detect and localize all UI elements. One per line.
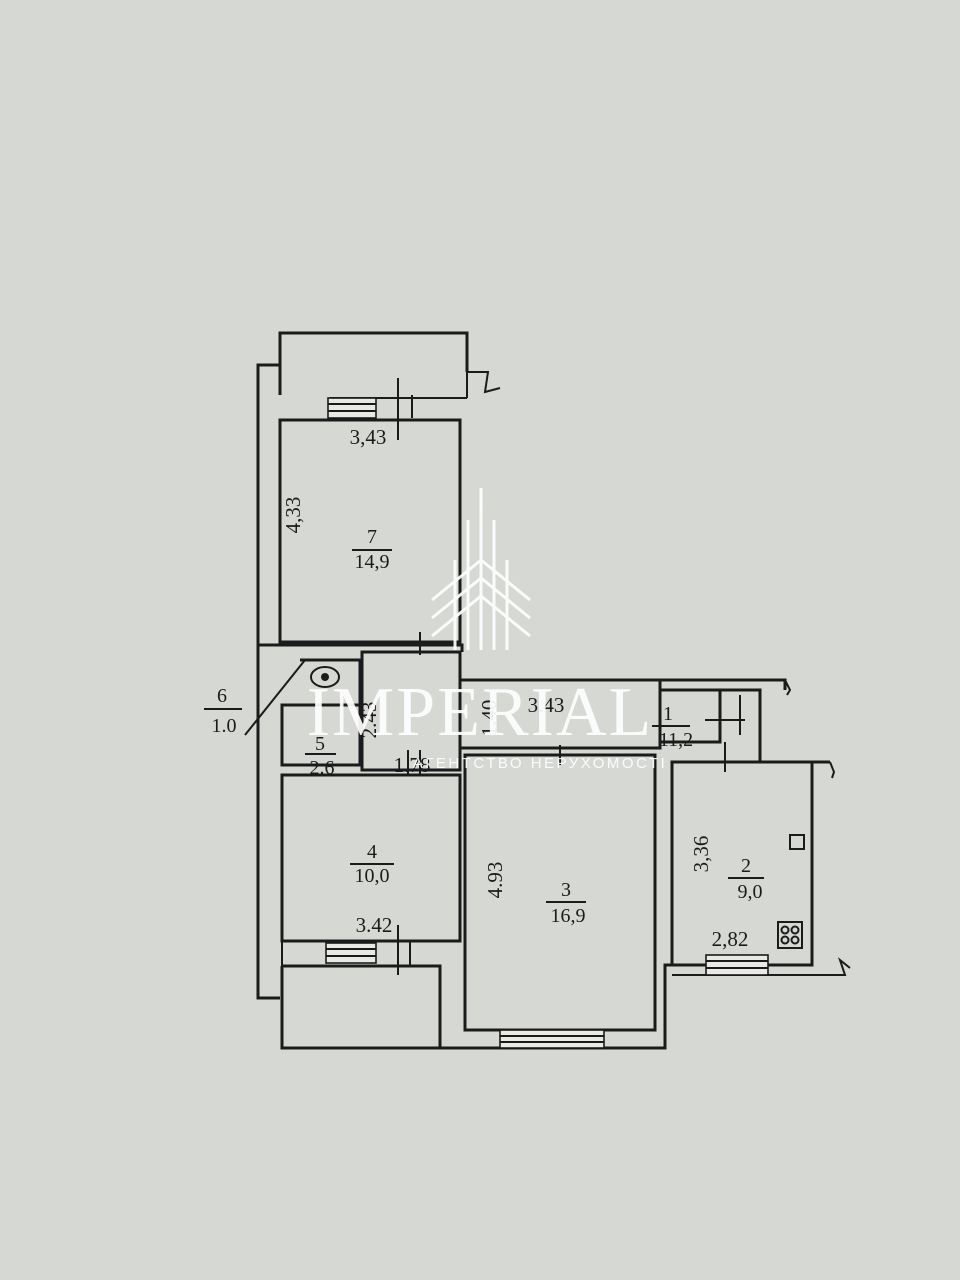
- fixtures: [310, 666, 805, 949]
- room-3-number: 3: [561, 879, 571, 901]
- room-2-label: 2 9,0 3,36 2,82: [689, 836, 764, 951]
- imperial-logo-icon: [431, 488, 531, 650]
- room-5-number: 5: [315, 733, 325, 755]
- room-3-area: 16,9: [551, 905, 586, 927]
- window-room-3: [499, 1029, 605, 1049]
- room-1-area: 11,2: [659, 729, 693, 751]
- room-7-label: 7 14,9 3,43 4,33: [281, 425, 392, 573]
- room-7-width: 3,43: [350, 425, 387, 449]
- room-5-length: 2.43: [357, 702, 381, 739]
- room-4-label: 4 10,0 3.42: [350, 841, 394, 937]
- door-marks: [244, 378, 745, 975]
- room-4-walls: [280, 773, 462, 943]
- room-7-length: 4,33: [281, 497, 305, 534]
- corridor-width: 1.40: [477, 700, 501, 737]
- room-1-walls: [658, 688, 722, 744]
- watermark: IMPERIAL АГЕНТСТВО НЕРУХОМОСТІ: [307, 488, 668, 772]
- window-room-4: [325, 942, 377, 964]
- room-6-walls: [300, 658, 362, 705]
- corridor-length: 3.43: [528, 693, 565, 717]
- stove-icon: [777, 921, 803, 949]
- room-2-area: 9,0: [738, 881, 763, 903]
- room-4-number: 4: [367, 841, 377, 863]
- room-2-number: 2: [741, 855, 751, 877]
- room-2-length: 3,36: [689, 836, 713, 873]
- window-room-2: [705, 954, 769, 976]
- watermark-subtitle: АГЕНТСТВО НЕРУХОМОСТІ: [413, 755, 668, 772]
- window-room-7: [327, 397, 377, 419]
- room-7-area: 14,9: [355, 551, 390, 573]
- room-7-number: 7: [367, 526, 377, 548]
- bath-block: [360, 650, 462, 772]
- room-5-label: 5 2.6 2.43: [305, 702, 381, 779]
- left-outer-wall: [256, 363, 280, 1000]
- watermark-brand: IMPERIAL: [307, 674, 654, 751]
- sink-icon: [789, 834, 805, 850]
- top-balcony: [278, 331, 469, 395]
- room-3-length: 4.93: [483, 862, 507, 899]
- room-4-width: 3.42: [356, 913, 393, 937]
- room-1-number: 1: [663, 703, 673, 725]
- room-2-width: 2,82: [712, 927, 749, 951]
- room-5-walls: [280, 703, 362, 767]
- toilet-icon: [310, 666, 340, 688]
- room-4-area: 10,0: [355, 865, 390, 887]
- room-6-number: 6: [217, 685, 227, 707]
- room-7-walls: [278, 418, 462, 644]
- room-6-label: 6 1.0: [204, 685, 242, 737]
- bottom-balcony: [280, 964, 442, 1050]
- room-5-area: 2.6: [310, 757, 335, 779]
- room-6-area: 1.0: [212, 715, 237, 737]
- room-1-label: 1 11,2: [652, 703, 693, 751]
- windows: [325, 397, 769, 1049]
- wall-break-bottom: [812, 957, 851, 976]
- room-3-label: 3 16,9 4.93: [483, 862, 586, 927]
- bath-width: 1.78: [394, 753, 431, 777]
- wall-break-top: [467, 371, 501, 394]
